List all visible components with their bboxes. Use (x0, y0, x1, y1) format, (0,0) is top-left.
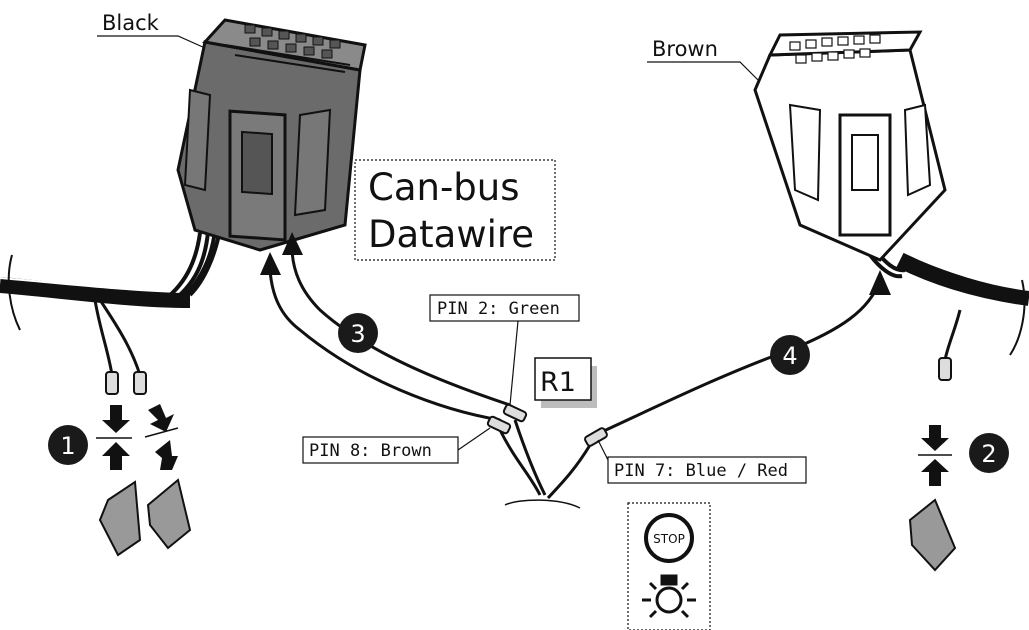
black-label-leader (97, 35, 206, 49)
pin7-label: PIN 7: Blue / Red (597, 439, 807, 484)
svg-text:PIN 7: Blue / Red: PIN 7: Blue / Red (614, 461, 788, 481)
title-line-1: Can-bus (368, 166, 520, 209)
left-small-plugs (93, 299, 147, 395)
brown-label-leader (647, 61, 759, 81)
svg-text:STOP: STOP (653, 532, 685, 546)
brake-light-icon (642, 574, 696, 619)
svg-text:R1: R1 (540, 367, 576, 398)
step-2-badge: 2 (969, 433, 1009, 473)
stop-sign-icon: STOP (644, 513, 694, 563)
pin2-label: PIN 2: Green (429, 294, 580, 406)
svg-text:PIN 2: Green: PIN 2: Green (437, 299, 560, 319)
canbus-title-box: Can-bus Datawire (354, 159, 556, 261)
right-clip (908, 498, 957, 572)
right-small-plug (938, 309, 962, 381)
svg-text:PIN 8: Brown: PIN 8: Brown (309, 441, 432, 461)
pin8-label: PIN 8: Brown (302, 427, 491, 464)
left-clips (98, 478, 192, 557)
step-1-badge: 1 (48, 425, 88, 465)
step-4-badge: 4 (770, 335, 810, 375)
brown-connector-label: Brown (652, 37, 718, 61)
brown-connector (753, 30, 1029, 356)
svg-text:2: 2 (981, 440, 996, 468)
black-connector (0, 18, 367, 331)
svg-text:3: 3 (350, 320, 365, 348)
arrowheads (260, 232, 891, 295)
title-line-2: Datawire (368, 213, 534, 256)
black-connector-label: Black (102, 11, 160, 35)
svg-text:4: 4 (782, 342, 797, 370)
step2-arrows (918, 425, 952, 486)
r1-reference: R1 (534, 357, 597, 408)
step-3-badge: 3 (338, 313, 378, 353)
stop-icon-box: STOP (627, 502, 711, 630)
step1-arrows (96, 404, 179, 470)
svg-text:1: 1 (60, 432, 75, 460)
